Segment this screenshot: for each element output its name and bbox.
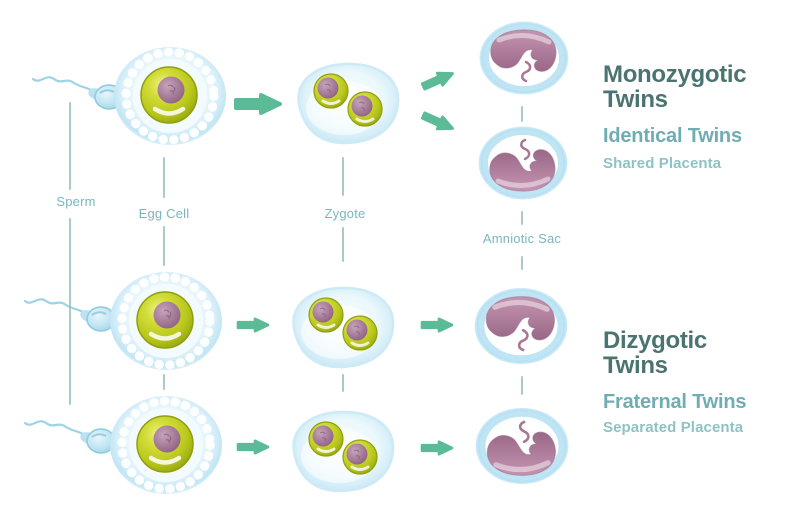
monozygotic-subtitle: Identical Twins xyxy=(603,125,742,147)
embryo-sac xyxy=(479,21,569,95)
connector-tick-embryos-lower xyxy=(521,376,523,395)
connector-line-sperm-bottom xyxy=(69,218,71,405)
zygote-cell xyxy=(287,280,399,372)
dizygotic-subtitle: Fraternal Twins xyxy=(603,391,747,413)
dizygotic-note: Separated Placenta xyxy=(603,419,744,436)
arrow-split-up-icon xyxy=(419,66,457,94)
zygote-cell xyxy=(287,404,399,496)
connector-tick-zygote xyxy=(342,374,344,392)
connector-line-zygote-bottom xyxy=(342,227,344,262)
connector-line-egg-bottom xyxy=(163,226,165,266)
connector-tick-embryos xyxy=(521,106,523,122)
sperm-label: Sperm xyxy=(56,194,96,209)
embryo-sac xyxy=(478,126,568,200)
arrow-right-icon xyxy=(234,93,282,115)
connector-tick-sac-top xyxy=(521,211,523,225)
connector-line-sperm-top xyxy=(69,102,71,190)
sperm-cell xyxy=(23,298,117,333)
dizygotic-title: Dizygotic Twins xyxy=(603,327,707,379)
embryo-sac xyxy=(474,287,568,365)
arrow-right-icon xyxy=(420,317,454,333)
arrow-right-icon xyxy=(420,440,454,456)
arrow-right-icon xyxy=(236,317,270,333)
monozygotic-note: Shared Placenta xyxy=(603,155,722,172)
egg-cell-label: Egg Cell xyxy=(138,206,190,221)
egg-cell xyxy=(109,395,223,495)
embryo-sac xyxy=(475,407,569,485)
arrow-right-icon xyxy=(236,439,270,455)
arrow-split-down-icon xyxy=(419,108,457,136)
zygote-label: Zygote xyxy=(324,206,366,221)
monozygotic-title: Monozygotic Twins xyxy=(603,61,747,113)
zygote-cell xyxy=(292,56,404,148)
amniotic-sac-label: Amniotic Sac xyxy=(482,231,562,246)
connector-tick-sac-bottom xyxy=(521,256,523,270)
connector-tick-egg xyxy=(163,374,165,390)
egg-cell xyxy=(113,46,227,146)
sperm-cell xyxy=(23,420,117,455)
connector-line-zygote-top xyxy=(342,157,344,196)
egg-cell xyxy=(109,271,223,371)
connector-line-egg-top xyxy=(163,157,165,198)
